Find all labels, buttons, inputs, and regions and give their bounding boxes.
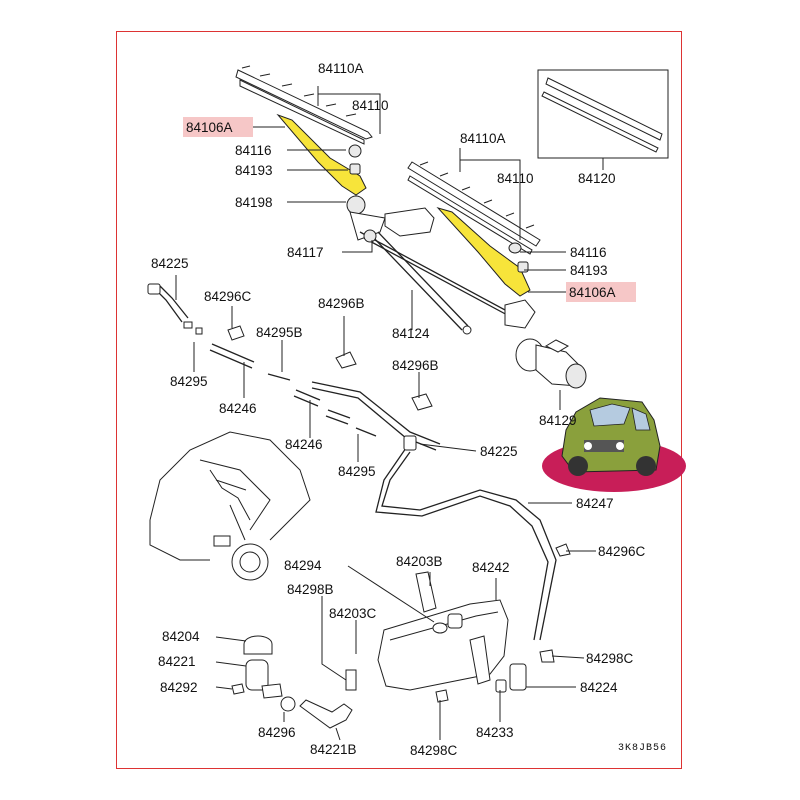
label-84298C-right: 84298C <box>586 651 634 666</box>
label-84116-right: 84116 <box>570 245 607 260</box>
label-84106A-right: 84106A <box>569 285 616 300</box>
label-84203B: 84203B <box>396 554 443 569</box>
label-84110A-left: 84110A <box>318 61 364 76</box>
label-84204: 84204 <box>162 629 200 644</box>
diagram-frame <box>116 31 682 769</box>
label-84203C: 84203C <box>329 606 377 621</box>
washer-reservoir <box>377 571 527 693</box>
label-84193-left: 84193 <box>235 163 273 178</box>
washer-hoses <box>147 283 557 641</box>
label-84296B-upper: 84296B <box>318 296 365 311</box>
label-84294: 84294 <box>284 558 322 573</box>
label-84296: 84296 <box>258 725 296 740</box>
label-84110A-right: 84110A <box>460 131 506 146</box>
part-labels: 84110A 84110 84106A 84116 84193 84198 84… <box>151 61 667 758</box>
label-84298B: 84298B <box>287 582 334 597</box>
label-84295-lower: 84295 <box>338 464 376 479</box>
label-84129: 84129 <box>539 413 577 428</box>
vehicle-illustration <box>542 397 686 492</box>
diagram-code: 3K8JB56 <box>618 743 667 754</box>
label-84298C-bottom: 84298C <box>410 743 458 758</box>
highlight-84106A-right <box>566 282 636 302</box>
label-84221B: 84221B <box>310 742 357 757</box>
label-84246-lower: 84246 <box>285 437 323 452</box>
washer-pump <box>243 635 353 729</box>
label-84246-upper: 84246 <box>219 401 257 416</box>
label-84106A-left: 84106A <box>186 120 233 135</box>
right-wiper-arm <box>436 207 531 297</box>
clips-and-grommets <box>227 325 571 703</box>
label-84295B: 84295B <box>256 325 303 340</box>
label-84225-upper: 84225 <box>151 256 189 271</box>
label-84117: 84117 <box>287 245 324 260</box>
label-84224: 84224 <box>580 680 618 695</box>
label-84221: 84221 <box>158 654 196 669</box>
label-84296C-lower: 84296C <box>598 544 646 559</box>
wiper-motor <box>515 338 587 410</box>
label-84120: 84120 <box>578 171 616 186</box>
label-84296B-lower: 84296B <box>392 358 439 373</box>
blade-refill-inset <box>537 69 669 170</box>
car-body-outline <box>149 431 311 581</box>
label-84193-right: 84193 <box>570 263 608 278</box>
leader-lines <box>175 86 596 741</box>
right-wiper-blade <box>407 161 541 255</box>
label-84295-upper: 84295 <box>170 374 208 389</box>
label-84124: 84124 <box>392 326 430 341</box>
label-84247: 84247 <box>576 496 614 511</box>
label-84242: 84242 <box>472 560 510 575</box>
label-84110-left: 84110 <box>352 98 389 113</box>
label-84110-right: 84110 <box>497 171 534 186</box>
label-84233: 84233 <box>476 725 514 740</box>
highlight-84106A-left <box>183 117 253 137</box>
wiper-linkage <box>346 195 536 335</box>
label-84296C-upper: 84296C <box>204 289 252 304</box>
left-wiper-blade <box>235 65 373 145</box>
label-84292: 84292 <box>160 680 198 695</box>
label-84198: 84198 <box>235 195 273 210</box>
label-84225-lower: 84225 <box>480 444 518 459</box>
label-84116-left: 84116 <box>235 143 272 158</box>
